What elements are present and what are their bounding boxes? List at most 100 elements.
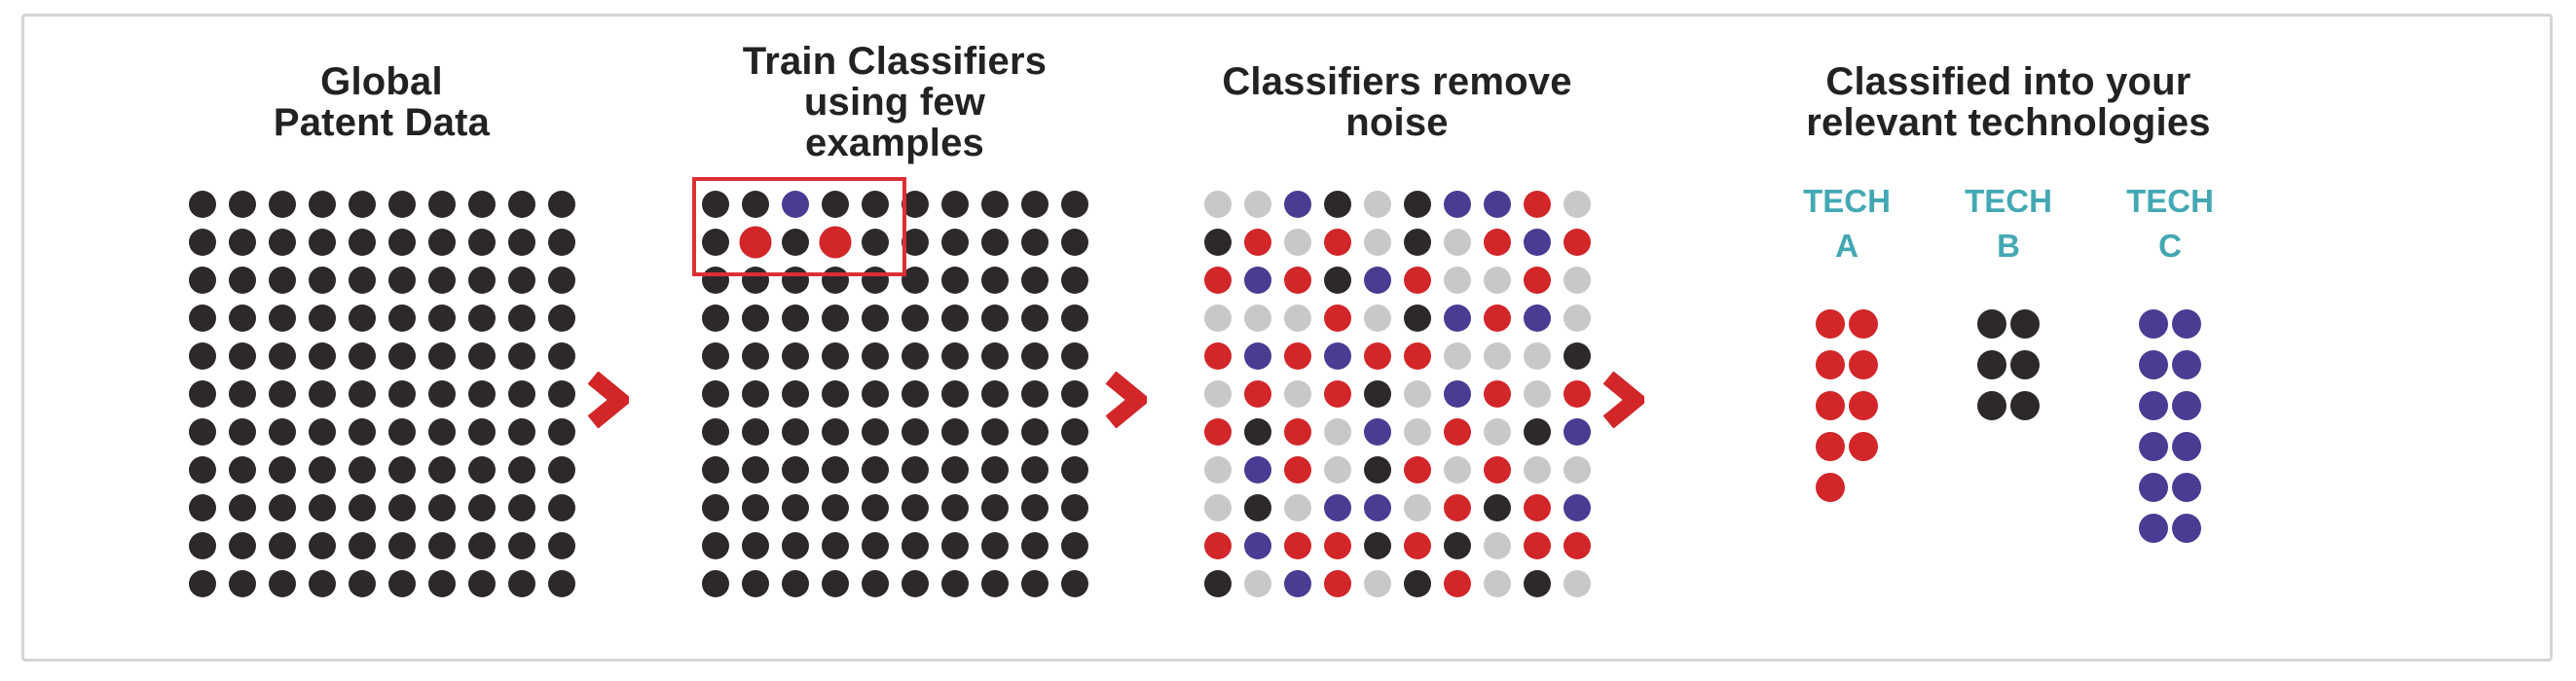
patent-dot-gray	[1323, 456, 1351, 484]
patent-dot-purple	[1283, 570, 1311, 597]
patent-dot-dark	[387, 267, 416, 294]
patent-dot-dark	[1020, 305, 1049, 332]
patent-dot-dark	[547, 456, 575, 484]
patent-dot-dark	[547, 267, 575, 294]
tech-column-b: TECH B	[1965, 185, 2052, 543]
patent-dot-dark	[268, 305, 296, 332]
tech-dot-purple	[2172, 432, 2201, 461]
patent-dot-dark	[821, 494, 849, 521]
patent-dot-dark	[781, 267, 809, 294]
patent-dot-gray	[1363, 570, 1391, 597]
patent-dot-dark	[188, 380, 216, 408]
patent-dot-dark	[701, 229, 729, 256]
patent-dot-dark	[467, 305, 496, 332]
patent-dot-purple	[1483, 191, 1511, 218]
patent-dot-dark	[741, 418, 769, 446]
patent-dot-dark	[427, 418, 456, 446]
patent-dot-dark	[821, 418, 849, 446]
patent-dot-gray	[1443, 229, 1471, 256]
patent-dot-dark	[940, 494, 969, 521]
patent-dot-dark	[861, 191, 889, 218]
patent-dot-dark	[387, 570, 416, 597]
patent-dot-dark	[268, 418, 296, 446]
patent-dot-dark	[1323, 267, 1351, 294]
patent-dot-dark	[821, 267, 849, 294]
patent-dot-red	[1563, 532, 1591, 559]
tech-columns-row: TECH A TECH B TECH C	[1707, 185, 2310, 543]
patent-dot-dark	[861, 380, 889, 408]
patent-dot-dark	[507, 305, 535, 332]
patent-dot-dark	[348, 418, 376, 446]
patent-dot-dark	[427, 380, 456, 408]
tech-column-a: TECH A	[1803, 185, 1891, 543]
patent-dot-dark	[1563, 342, 1591, 370]
patent-dot-dark	[1060, 305, 1088, 332]
patent-dot-red	[1243, 380, 1271, 408]
patent-dot-purple	[1243, 532, 1271, 559]
patent-dot-dark	[741, 267, 769, 294]
tech-dot-red	[1816, 309, 1845, 339]
patent-dot-red	[1323, 305, 1351, 332]
patent-dot-dark	[980, 456, 1009, 484]
patent-dot-gray	[1563, 191, 1591, 218]
patent-dot-dark	[308, 229, 336, 256]
patent-dot-dark	[1020, 267, 1049, 294]
tech-dot-red	[1849, 309, 1878, 339]
patent-dot-dark	[427, 305, 456, 332]
patent-dot-dark	[308, 494, 336, 521]
patent-dot-dark	[701, 532, 729, 559]
patent-dot-dark	[821, 570, 849, 597]
title-line: Train Classifiers	[742, 40, 1048, 83]
patent-dot-gray	[1443, 267, 1471, 294]
patent-dot-red	[1523, 191, 1551, 218]
patent-dot-red	[1363, 342, 1391, 370]
patent-dot-dark	[901, 418, 929, 446]
patent-dot-gray	[1243, 305, 1271, 332]
tech-a-label: TECH A	[1803, 185, 1891, 262]
tech-column-c: TECH C	[2126, 185, 2214, 543]
patent-dot-dark	[308, 570, 336, 597]
patent-dot-red	[1523, 494, 1551, 521]
tech-dot-red	[1816, 350, 1845, 379]
patent-dot-dark	[228, 305, 256, 332]
patent-dot-dark	[701, 570, 729, 597]
patent-dot-gray	[1323, 418, 1351, 446]
patent-dot-dark	[188, 570, 216, 597]
patent-dot-dark	[547, 570, 575, 597]
patent-dot-dark	[308, 532, 336, 559]
patent-dot-red	[1403, 456, 1431, 484]
tech-dot-row	[1816, 391, 1878, 420]
patent-dot-purple	[1243, 267, 1271, 294]
patent-dot-dark	[701, 380, 729, 408]
patent-dot-dark	[901, 456, 929, 484]
patent-dot-dark	[427, 570, 456, 597]
training-examples-highlight-box	[691, 177, 906, 276]
tech-dot-purple	[2139, 432, 2168, 461]
patent-dot-dark	[387, 532, 416, 559]
patent-dot-dark	[467, 456, 496, 484]
patent-dot-gray	[1283, 229, 1311, 256]
tech-c-label: TECH C	[2126, 185, 2214, 262]
patent-dot-dark	[821, 456, 849, 484]
patent-dot-dark	[781, 229, 809, 256]
patent-dot-red	[1283, 267, 1311, 294]
patent-dot-gray	[1363, 305, 1391, 332]
patent-dot-dark	[741, 570, 769, 597]
tech-dot-purple	[2139, 514, 2168, 543]
patent-dot-dark	[188, 342, 216, 370]
patent-dot-gray	[1203, 494, 1232, 521]
title-line: noise	[1345, 101, 1449, 144]
patent-dot-dark	[701, 456, 729, 484]
patent-dot-dark	[308, 380, 336, 408]
patent-dot-purple	[1363, 494, 1391, 521]
patent-dot-purple	[1443, 305, 1471, 332]
title-line: Classifiers remove	[1222, 60, 1572, 103]
patent-dot-dark	[308, 191, 336, 218]
tech-dot-purple	[2139, 391, 2168, 420]
patent-dot-dark	[1403, 570, 1431, 597]
chevron-right-icon	[1602, 371, 1649, 429]
tech-dot-dark	[1977, 309, 2006, 339]
patent-dot-red	[1443, 570, 1471, 597]
